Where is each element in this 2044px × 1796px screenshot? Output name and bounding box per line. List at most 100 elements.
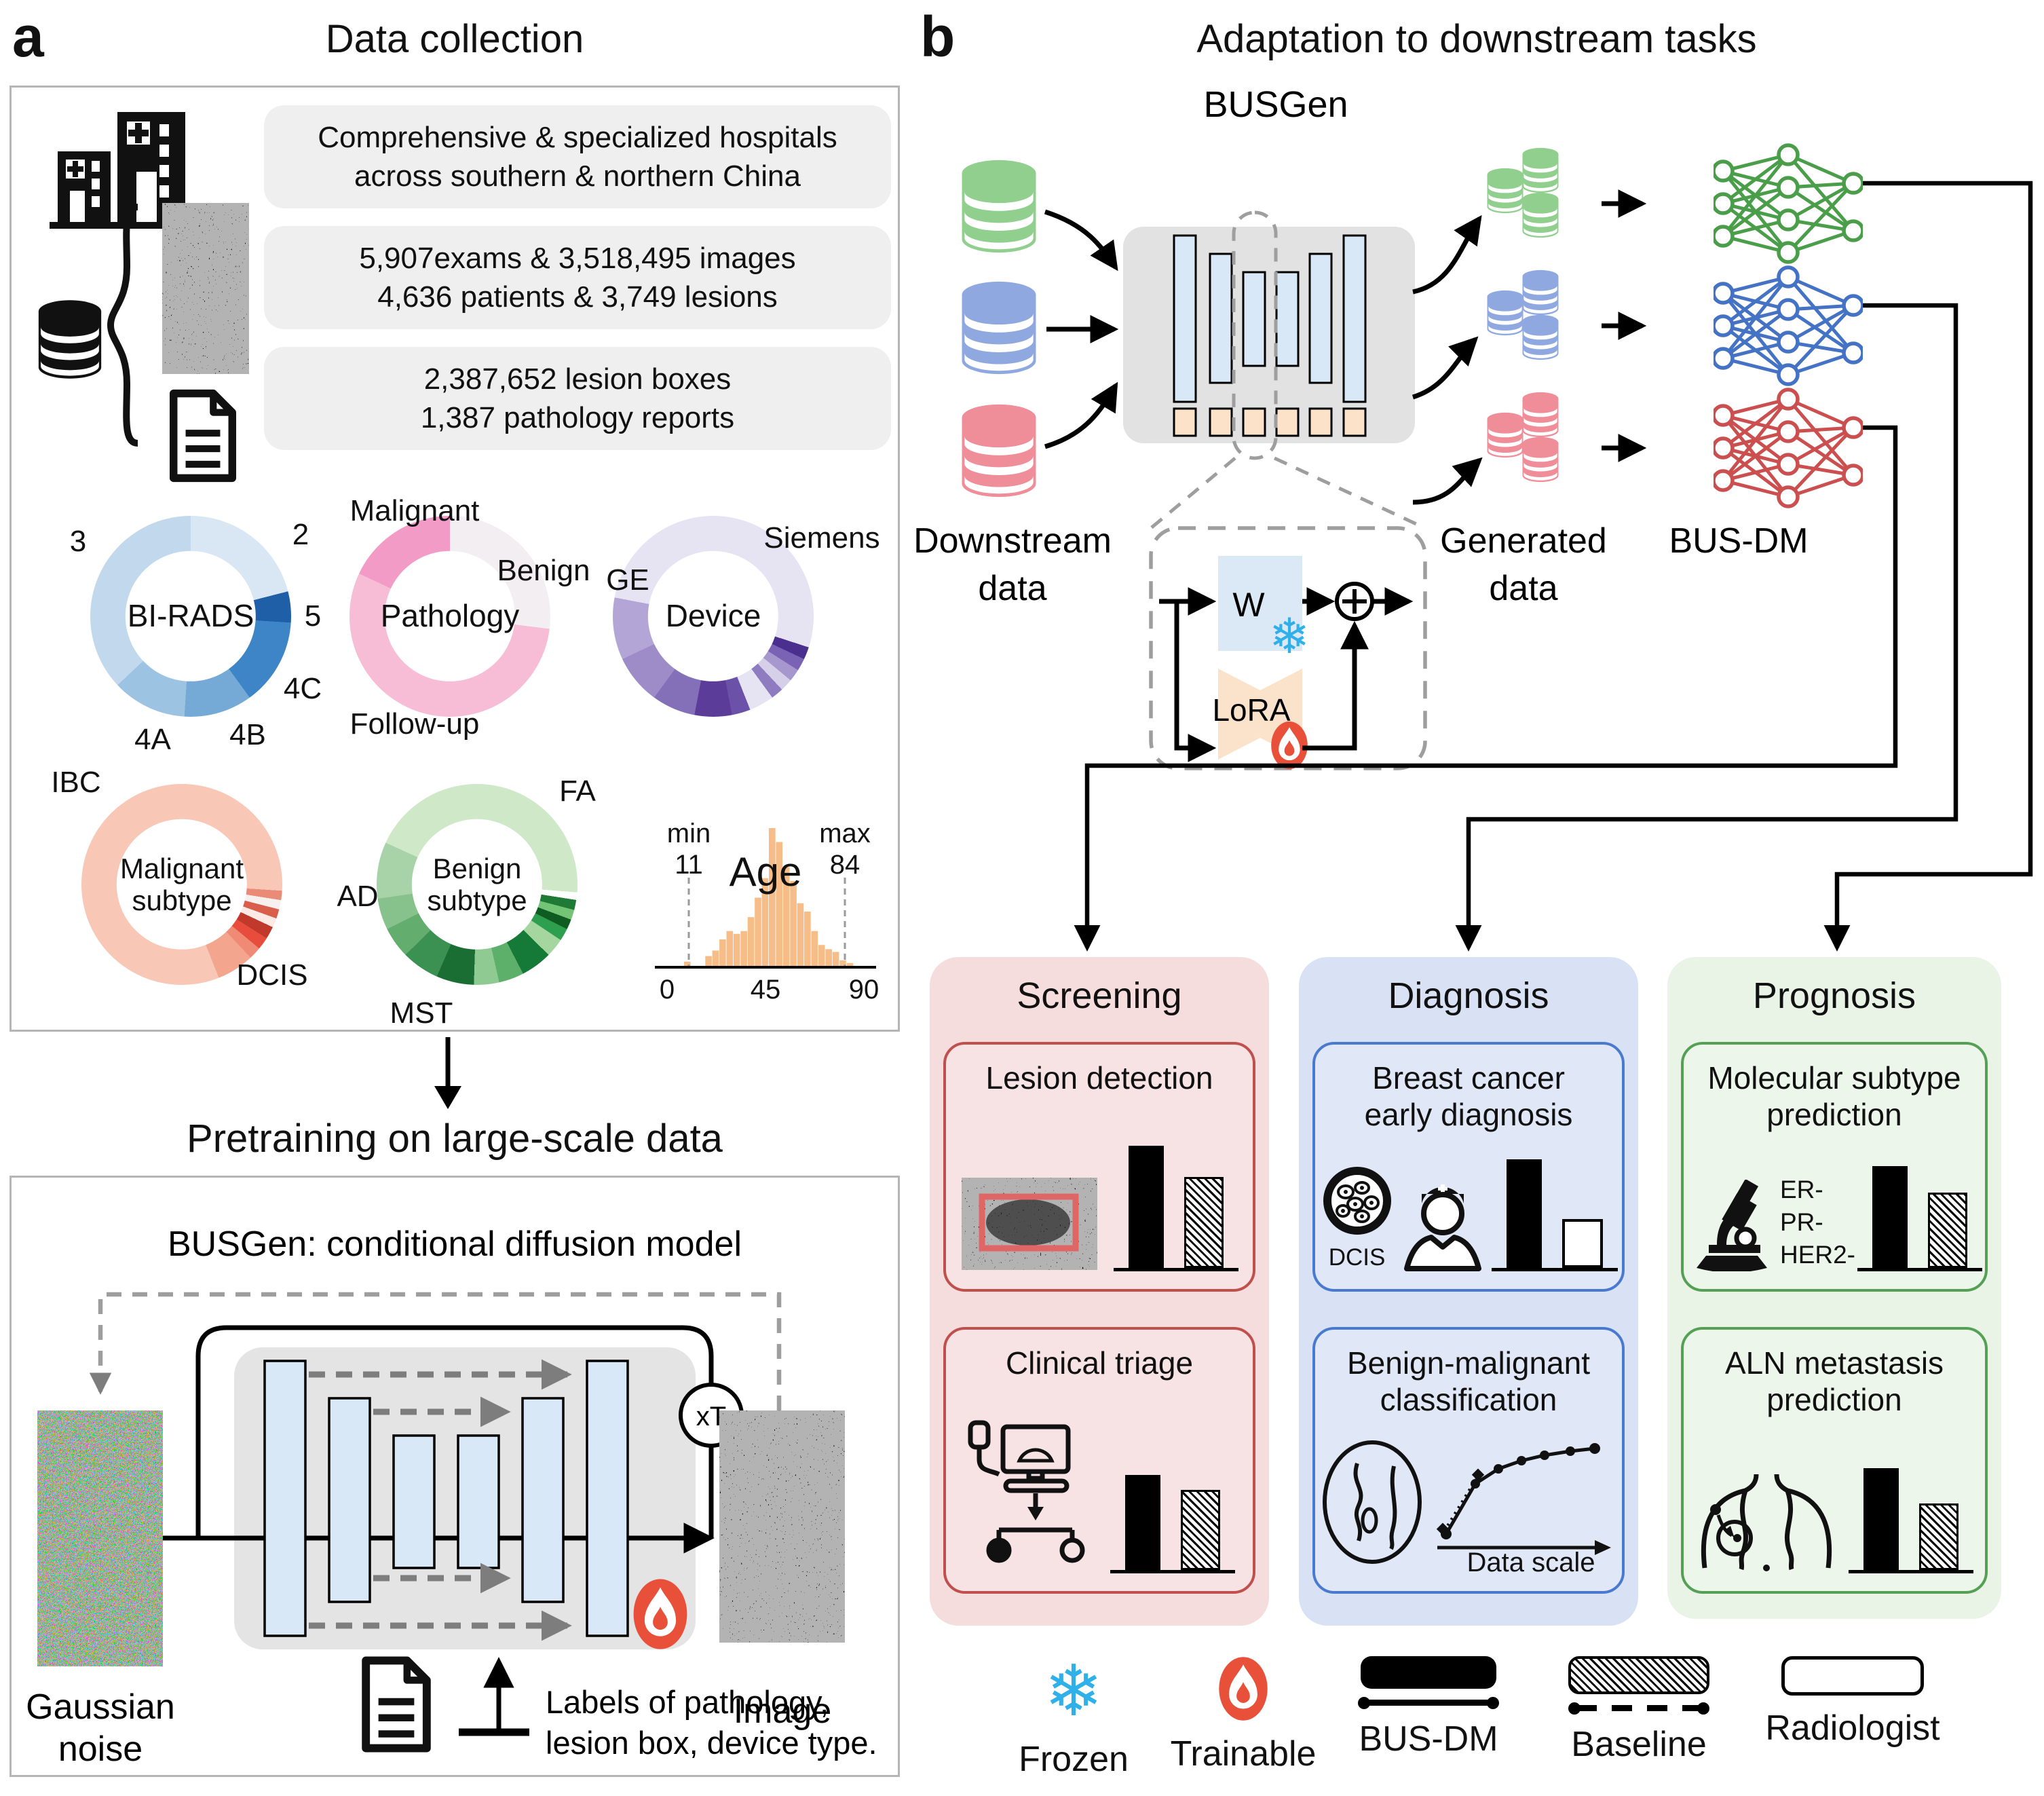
task-title: Benign-malignant xyxy=(1346,1345,1590,1381)
data-scale-chart: Data scale xyxy=(1436,1443,1611,1573)
svg-text:Age: Age xyxy=(730,849,802,895)
adaptation-title: Adaptation to downstream tasks xyxy=(1196,17,1757,61)
legend-label: Trainable xyxy=(1170,1734,1317,1774)
brace xyxy=(107,204,138,447)
legend-baseline: Baseline xyxy=(1564,1656,1714,1765)
lesion-ultrasound-icon xyxy=(962,1178,1097,1270)
donut-slice-label: DCIS xyxy=(236,958,308,992)
generated-stack-green xyxy=(1487,147,1559,238)
busdm-network-red xyxy=(1714,390,1863,506)
info-line: 4,636 patients & 3,749 lesions xyxy=(377,280,778,314)
unet-bars xyxy=(263,1360,629,1637)
donut-center-label: BI-RADS xyxy=(127,598,254,634)
busdm-bar-swatch xyxy=(1361,1656,1496,1689)
snowflake-icon: ❄ xyxy=(1269,610,1310,664)
info-line: Comprehensive & specialized hospitals xyxy=(318,120,837,154)
triage-icon xyxy=(968,1420,1085,1563)
microscope-icon xyxy=(1697,1180,1768,1271)
trainable-flame-icon xyxy=(1271,721,1308,770)
donut-slice-label: 4C xyxy=(283,672,322,705)
task-title: Clinical triage xyxy=(1005,1345,1194,1381)
legend-label: Frozen xyxy=(1019,1740,1129,1779)
busdm-network-blue xyxy=(1714,267,1863,384)
task-title: Lesion detection xyxy=(985,1060,1213,1096)
adaptation-flow-diagram: BUSGen W ❄ LoRA xyxy=(913,84,2033,952)
doctor-icon xyxy=(1404,1184,1481,1271)
donut-slice-label: Malignant xyxy=(349,494,480,527)
downstream-db-blue xyxy=(962,281,1036,375)
image-label: Image xyxy=(734,1691,832,1731)
output-curves xyxy=(1412,214,1483,505)
generated-label: data xyxy=(1489,569,1557,608)
task-aln-metastasis: ALN metastasis prediction xyxy=(1681,1327,1988,1594)
busgen-adapters xyxy=(1173,407,1367,437)
svg-text:min: min xyxy=(667,819,711,848)
downstream-label: data xyxy=(978,569,1046,608)
donut-slice-label: IBC xyxy=(51,766,101,799)
legend-frozen: ❄ Frozen xyxy=(999,1656,1148,1780)
info-line: 2,387,652 lesion boxes xyxy=(423,362,732,396)
task-title: prediction xyxy=(1766,1097,1902,1133)
prognosis-card: Prognosis Molecular subtype prediction E… xyxy=(1667,957,2001,1619)
donut-slice-label: 4B xyxy=(229,718,266,751)
input-arrows xyxy=(1044,209,1119,449)
donut-slice-label: GE xyxy=(606,563,649,597)
routing-lines xyxy=(1074,181,2033,952)
dcis-icon: DCIS xyxy=(1320,1163,1395,1271)
labels-note: lesion box, device type. xyxy=(546,1725,877,1761)
info-box-hospitals: Comprehensive & specialized hospitals ac… xyxy=(264,105,891,208)
timestep-loop xyxy=(195,1325,714,1538)
baseline-line-swatch xyxy=(1568,1702,1709,1715)
w-label: W xyxy=(1232,586,1265,624)
legend-label: Radiologist xyxy=(1765,1708,1940,1748)
gaussian-noise-image xyxy=(37,1410,163,1666)
downstream-db-red xyxy=(962,404,1036,498)
pretraining-title: Pretraining on large-scale data xyxy=(187,1117,723,1161)
downstream-db-green xyxy=(962,160,1036,253)
hospital-icon xyxy=(50,112,206,229)
lora-detail-arrows xyxy=(1159,587,1414,762)
donut-slice-label: 4A xyxy=(134,723,171,756)
svg-text:45: 45 xyxy=(751,975,781,1005)
diffusion-diagram: BUSGen: conditional diffusion model xT xyxy=(26,1224,877,1769)
legend-label: BUS-DM xyxy=(1359,1719,1498,1759)
donut-slice-label: 5 xyxy=(304,599,322,633)
detection-box xyxy=(979,1193,1079,1252)
diffusion-model-title: BUSGen: conditional diffusion model xyxy=(168,1224,742,1264)
snowflake-icon: ❄ xyxy=(1044,1652,1103,1731)
busdm-line-swatch xyxy=(1358,1697,1499,1709)
donut-center-label: Pathology xyxy=(380,598,520,634)
donut-slice-label: MST xyxy=(390,996,453,1030)
donut-slice-label: FA xyxy=(559,774,596,808)
svg-text:90: 90 xyxy=(849,975,879,1005)
card-title: Screening xyxy=(1017,975,1182,1016)
busgen-box xyxy=(1123,227,1415,443)
info-line: 1,387 pathology reports xyxy=(420,401,735,434)
info-line: 5,907exams & 3,518,495 images xyxy=(359,241,796,275)
donut-slice-label: Siemens xyxy=(763,521,880,555)
card-title: Diagnosis xyxy=(1388,975,1549,1016)
info-line: across southern & northern China xyxy=(354,160,801,193)
radiologist-bar-swatch xyxy=(1781,1656,1924,1696)
panel-b-label: b xyxy=(920,5,955,69)
mini-bar-chart xyxy=(1849,1468,1974,1573)
svg-text:84: 84 xyxy=(830,850,860,880)
labels-note: Labels of pathology, xyxy=(546,1684,829,1720)
data-collection-title: Data collection xyxy=(325,17,584,61)
busgen-bars xyxy=(1173,234,1367,403)
mini-bar-chart xyxy=(1857,1166,1983,1271)
busdm-label: BUS-DM xyxy=(1669,521,1808,561)
mini-bar-chart xyxy=(1114,1146,1238,1271)
busdm-network-green xyxy=(1714,145,1863,262)
info-box-exams: 5,907exams & 3,518,495 images 4,636 pati… xyxy=(264,226,891,329)
donut-center-label: Device xyxy=(665,598,761,634)
info-box-lesions: 2,387,652 lesion boxes 1,387 pathology r… xyxy=(264,347,891,450)
legend-label: Baseline xyxy=(1571,1725,1707,1764)
donut-slice-label: Benign xyxy=(497,554,590,587)
